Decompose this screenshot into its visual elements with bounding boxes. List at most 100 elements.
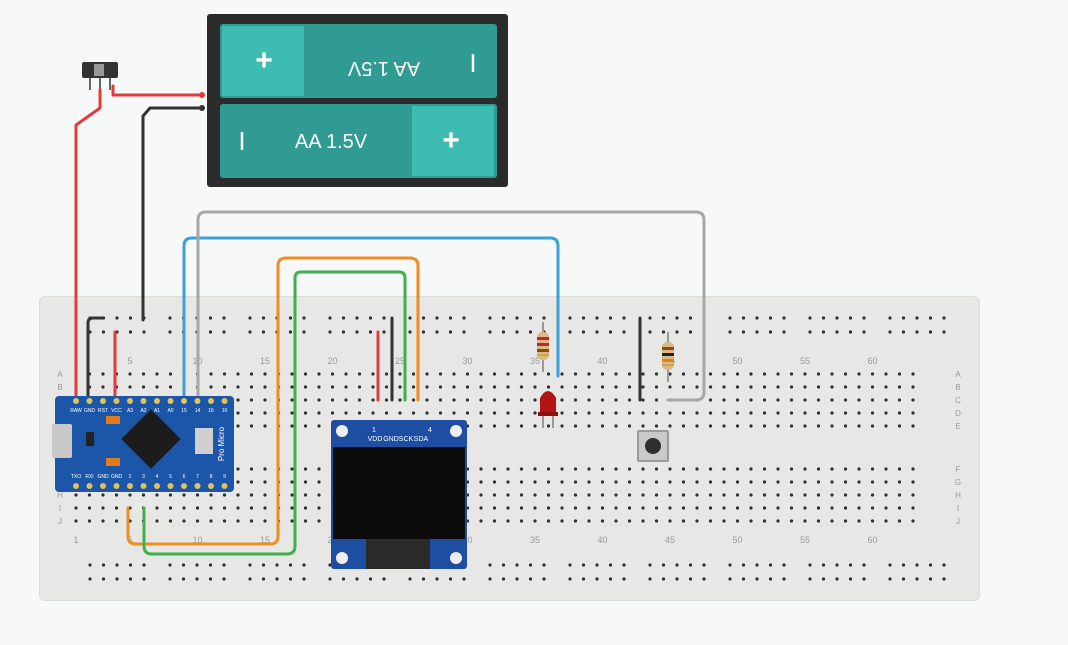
minus-sign: I — [469, 48, 476, 78]
oled-display[interactable]: 1 4 VDD GND SCK SDA — [331, 420, 467, 569]
pin-pad — [154, 398, 160, 404]
slide-switch[interactable] — [82, 62, 118, 90]
pin-label: 8 — [210, 474, 213, 480]
minus-sign: I — [238, 126, 245, 156]
oled-pin4: 4 — [428, 427, 432, 434]
row-letter: I — [59, 504, 61, 513]
column-number: 25 — [395, 356, 405, 366]
pin-label: 4 — [156, 474, 159, 480]
pin-pad — [127, 398, 133, 404]
column-number: 1 — [73, 535, 78, 545]
pin-pad — [73, 483, 79, 489]
pin-pad — [100, 483, 106, 489]
oled-pin-label: SDA — [414, 436, 429, 443]
pin-pad — [208, 483, 214, 489]
pin-label: 10 — [222, 408, 228, 414]
resistor[interactable] — [662, 332, 674, 382]
pin-pad — [194, 483, 201, 489]
column-number: 45 — [665, 535, 675, 545]
pin-pad — [140, 398, 147, 404]
pin-label: GND — [111, 474, 123, 480]
battery-positive-terminal — [199, 92, 205, 98]
column-number: 35 — [530, 356, 540, 366]
column-number: 40 — [597, 535, 607, 545]
pin-label: RXI — [85, 474, 93, 480]
oled-pin-label: VDD — [368, 436, 383, 443]
plus-sign: + — [442, 124, 460, 157]
red-led[interactable] — [538, 391, 558, 428]
column-number: 20 — [327, 356, 337, 366]
pin-pad — [86, 483, 93, 489]
row-letter: F — [956, 465, 961, 474]
pin-pad — [221, 398, 228, 404]
row-letter: H — [57, 491, 63, 500]
pin-label: A2 — [140, 408, 146, 414]
pin-label: 5 — [169, 474, 172, 480]
column-number: 40 — [597, 356, 607, 366]
row-letter: E — [955, 422, 960, 431]
pin-label: A0 — [167, 408, 173, 414]
column-number: 60 — [867, 535, 877, 545]
pin-label: RST — [98, 408, 108, 414]
pin-label: RAW — [70, 408, 82, 414]
column-number: 10 — [192, 535, 202, 545]
row-letter: I — [957, 504, 959, 513]
oled-pin1: 1 — [372, 427, 376, 434]
plus-sign: + — [255, 44, 273, 77]
pin-label: TXO — [71, 474, 81, 480]
wires — [74, 84, 706, 556]
pin-pad — [127, 483, 133, 489]
pin-pad — [167, 398, 174, 404]
row-letter: B — [955, 383, 960, 392]
pin-label: VCC — [111, 408, 122, 414]
column-number: 55 — [800, 356, 810, 366]
pin-pad — [100, 398, 106, 404]
pin-label: GND — [84, 408, 96, 414]
pin-label: 16 — [208, 408, 214, 414]
column-number: 50 — [732, 535, 742, 545]
column-number: 5 — [127, 356, 132, 366]
pin-label: 9 — [223, 474, 226, 480]
column-number: 30 — [462, 535, 472, 545]
pin-pad — [167, 483, 174, 489]
battery-holder[interactable]: + I AA 1.5V I + AA 1.5V — [207, 14, 508, 187]
pin-pad — [86, 398, 93, 404]
pin-label: 2 — [129, 474, 132, 480]
pin-label: GND — [97, 474, 109, 480]
pin-label: A1 — [154, 408, 160, 414]
row-letter: H — [955, 491, 961, 500]
black-wire — [86, 316, 104, 402]
row-letter: A — [57, 370, 63, 379]
pin-label: 7 — [196, 474, 199, 480]
red-wire — [74, 88, 102, 402]
push-button[interactable] — [637, 430, 669, 462]
row-letter: B — [57, 383, 62, 392]
battery-top-label: AA 1.5V — [347, 57, 420, 79]
black-wire — [141, 106, 202, 322]
column-number: 30 — [462, 356, 472, 366]
pin-pad — [73, 398, 79, 404]
pin-pad — [208, 398, 214, 404]
pin-pad — [181, 398, 187, 404]
row-letter: D — [955, 409, 961, 418]
pin-pad — [181, 483, 187, 489]
pro-micro-label: Pro Micro — [217, 426, 226, 461]
pin-pad — [154, 483, 160, 489]
usb-port — [52, 424, 72, 458]
resistor[interactable] — [537, 322, 549, 372]
oled-pin-label: GND — [383, 436, 399, 443]
blue-wire — [182, 236, 560, 402]
pin-pad — [113, 398, 120, 404]
row-letter: A — [955, 370, 961, 379]
pin-pad — [140, 483, 147, 489]
pin-label: 15 — [181, 408, 187, 414]
column-number: 55 — [800, 535, 810, 545]
oled-screen — [333, 447, 465, 539]
pin-label: A3 — [127, 408, 133, 414]
column-number: 60 — [867, 356, 877, 366]
pin-pad — [194, 398, 201, 404]
red-wire — [111, 84, 202, 97]
row-letter: J — [956, 517, 960, 526]
